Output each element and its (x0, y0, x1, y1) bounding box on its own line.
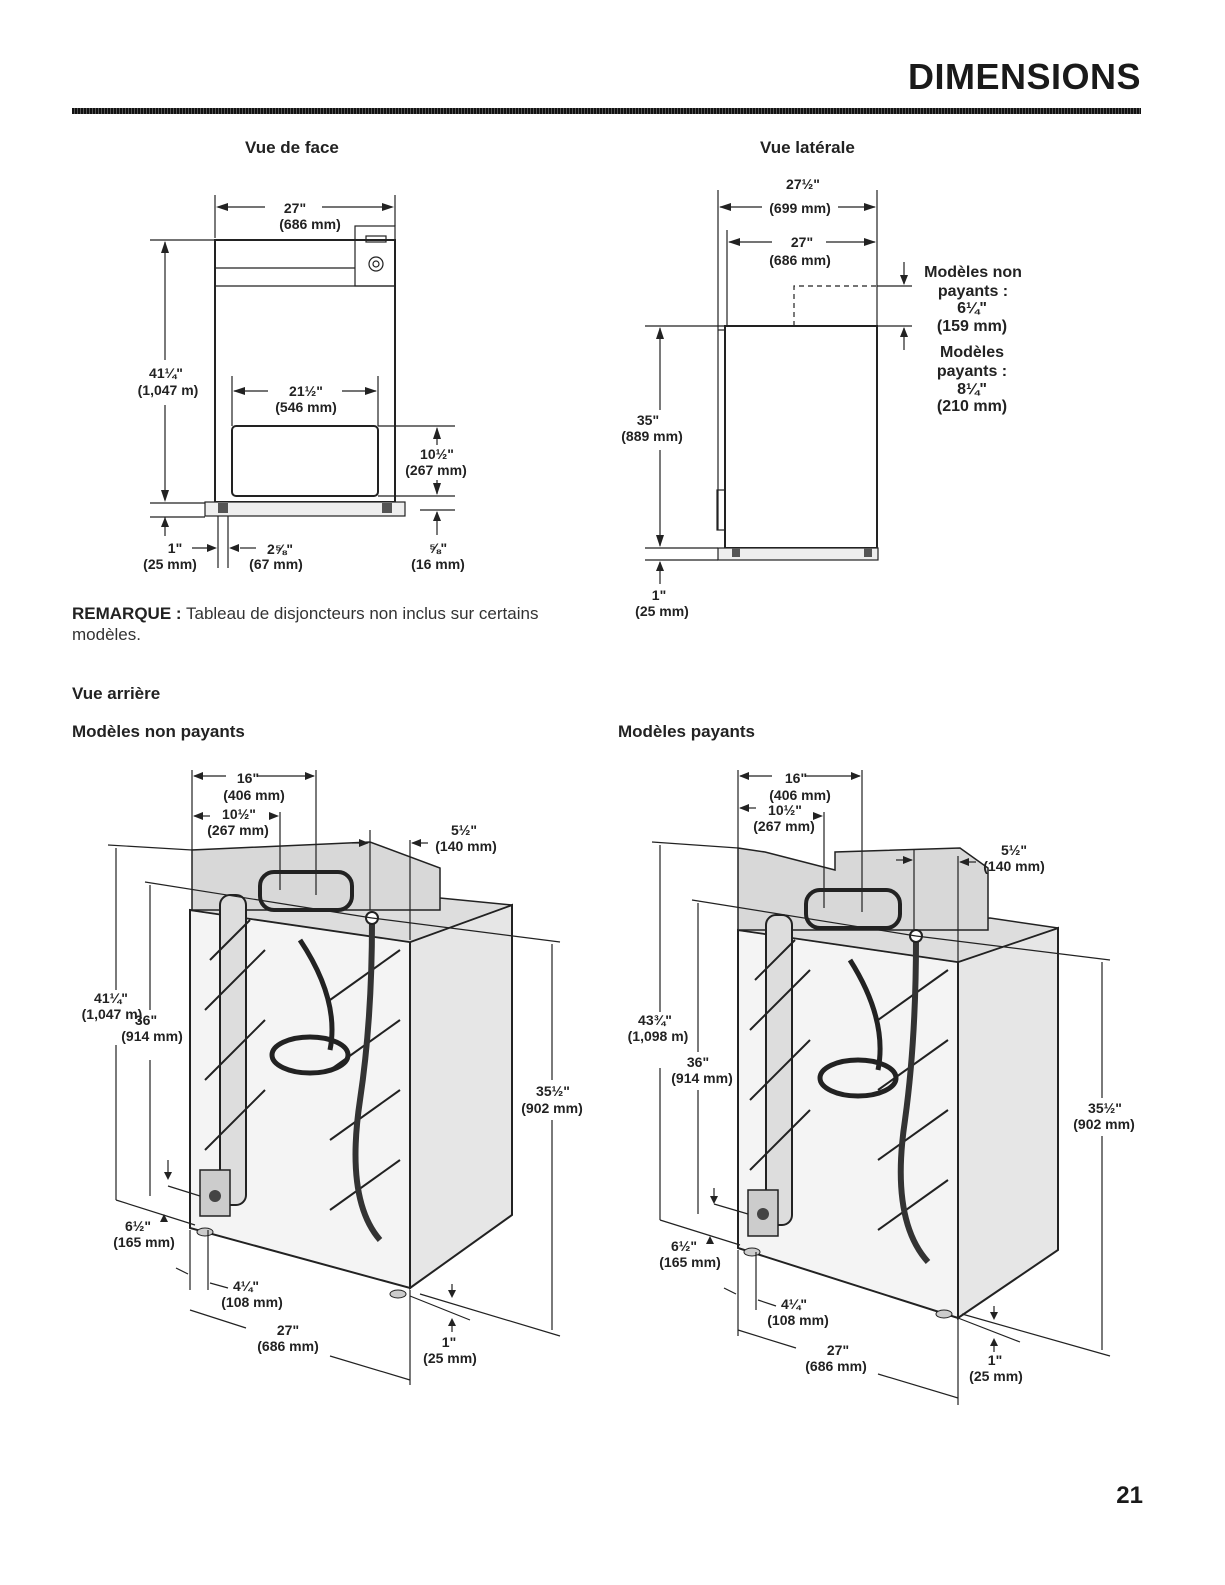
front-height-mm: (1,047 m) (137, 382, 199, 398)
p-h35-label: 35½" (1088, 1100, 1122, 1116)
side-foot-label: 1" (651, 587, 667, 603)
nonpaying-mm: (159 mm) (936, 318, 1008, 335)
page-number: 21 (1116, 1482, 1143, 1509)
side-depth-mm: (686 mm) (769, 252, 831, 268)
nonpaying-models-heading: Modèles non payants (72, 722, 245, 741)
np-w5-mm: (140 mm) (435, 838, 497, 854)
np-w16-label: 16" (236, 770, 260, 786)
side-depth-label: 27" (790, 234, 814, 250)
nonpaying-label: Modèles non payants : (924, 264, 1022, 300)
np-h6-label: 6½" (124, 1218, 152, 1234)
front-foot-label: 1" (167, 540, 183, 556)
leveling-label: ⅝" (428, 540, 448, 556)
np-foot-label: 1" (441, 1334, 457, 1350)
p-h43-label: 43¾" (638, 1012, 672, 1028)
door-height-mm: (267 mm) (405, 462, 467, 478)
p-foot-mm: (25 mm) (969, 1368, 1023, 1384)
rear-view-heading: Vue arrière (72, 684, 161, 703)
foot-offset-mm: (67 mm) (249, 556, 303, 572)
p-w4-mm: (108 mm) (767, 1312, 829, 1328)
side-depth-total-mm: (699 mm) (769, 200, 831, 216)
nonpaying-value: 6¼" (957, 300, 987, 317)
p-w10-label: 10½" (768, 802, 802, 818)
foot-offset-label: 2⅝" (266, 541, 294, 557)
p-h6-mm: (165 mm) (659, 1254, 721, 1270)
side-view-heading: Vue latérale (760, 138, 855, 157)
np-w10-label: 10½" (222, 806, 256, 822)
p-w4-label: 4¼" (780, 1296, 808, 1312)
np-h35-label: 35½" (536, 1083, 570, 1099)
np-h41-label: 41¼" (94, 990, 128, 1006)
leveling-mm: (16 mm) (411, 556, 465, 572)
p-w5-mm: (140 mm) (983, 858, 1045, 874)
p-foot-label: 1" (987, 1352, 1003, 1368)
p-h36-mm: (914 mm) (671, 1070, 733, 1086)
door-width-mm: (546 mm) (275, 399, 337, 415)
front-foot-mm: (25 mm) (143, 556, 197, 572)
side-depth-total-label: 27½" (786, 176, 820, 192)
paying-models-heading: Modèles payants (618, 722, 755, 741)
p-w16-mm: (406 mm) (769, 787, 831, 803)
p-w27-label: 27" (826, 1342, 850, 1358)
np-w10-mm: (267 mm) (207, 822, 269, 838)
remark-note: REMARQUE : Tableau de disjoncteurs non i… (72, 603, 572, 645)
front-width-label: 27" (283, 200, 307, 216)
p-w5-label: 5½" (1000, 842, 1028, 858)
side-height-label: 35" (636, 412, 660, 428)
page-title: DIMENSIONS (907, 56, 1141, 97)
door-height-label: 10½" (420, 446, 454, 462)
p-h43-mm: (1,098 m) (627, 1028, 689, 1044)
np-w5-label: 5½" (450, 822, 478, 838)
p-w27-mm: (686 mm) (805, 1358, 867, 1374)
np-w27-mm: (686 mm) (257, 1338, 319, 1354)
np-w4-label: 4¼" (232, 1278, 260, 1294)
p-h36-label: 36" (686, 1054, 710, 1070)
np-w4-mm: (108 mm) (221, 1294, 283, 1310)
np-h41-mm: (1,047 m) (81, 1006, 143, 1022)
np-w27-label: 27" (276, 1322, 300, 1338)
p-h6-label: 6½" (670, 1238, 698, 1254)
side-height-mm: (889 mm) (621, 428, 683, 444)
np-w16-mm: (406 mm) (223, 787, 285, 803)
front-height-label: 41¼" (149, 365, 183, 381)
np-foot-mm: (25 mm) (423, 1350, 477, 1366)
np-h35-mm: (902 mm) (521, 1100, 583, 1116)
paying-label: Modèles payants : (936, 344, 1008, 380)
remark-text: Tableau de disjoncteurs non inclus sur c… (72, 604, 539, 644)
p-h35-mm: (902 mm) (1073, 1116, 1135, 1132)
paying-value: 8¼" (957, 381, 987, 398)
paying-mm: (210 mm) (936, 398, 1008, 415)
p-w16-label: 16" (784, 770, 808, 786)
header-rule (72, 108, 1141, 114)
np-h36-label: 36" (134, 1012, 158, 1028)
front-width-mm: (686 mm) (279, 216, 341, 232)
np-h36-mm: (914 mm) (121, 1028, 183, 1044)
front-view-heading: Vue de face (245, 138, 339, 157)
remark-label: REMARQUE : (72, 604, 182, 623)
np-h6-mm: (165 mm) (113, 1234, 175, 1250)
p-w10-mm: (267 mm) (753, 818, 815, 834)
door-width-label: 21½" (289, 383, 323, 399)
side-foot-mm: (25 mm) (635, 603, 689, 619)
